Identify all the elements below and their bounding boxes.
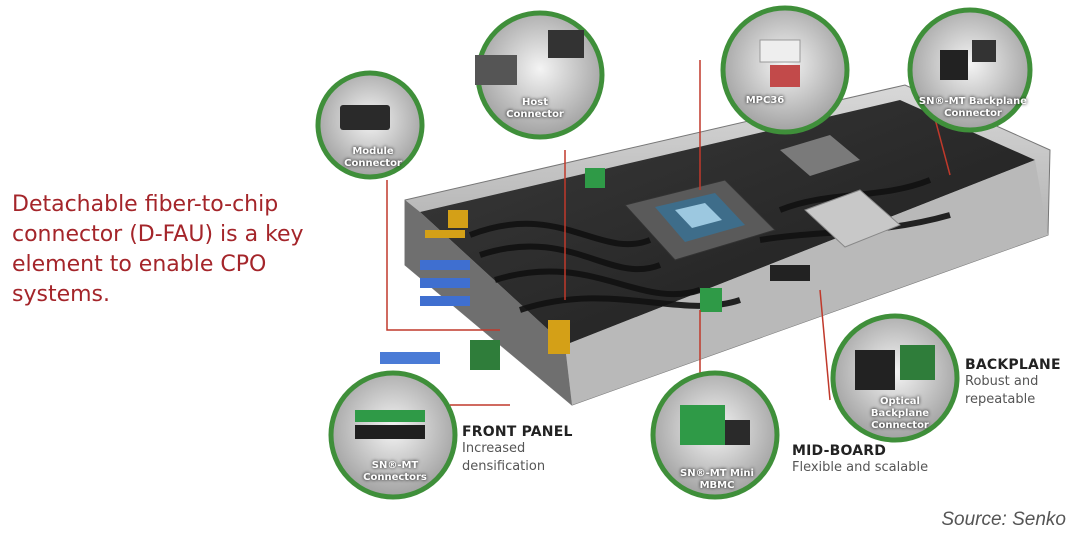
backplane-desc-2: repeatable	[965, 392, 1036, 407]
callout-circle-sn-mt-backplane	[907, 7, 1033, 133]
backplane-desc-1: Robust and	[965, 374, 1039, 389]
callout-circle-host	[475, 10, 605, 140]
label-host-connector: Host Connector	[506, 97, 564, 120]
headline: Detachable fiber-to-chip connector (D-FA…	[12, 192, 304, 307]
callout-circle-mpc36	[720, 5, 850, 135]
source-credit: Source: Senko	[941, 509, 1066, 530]
backplane-title: BACKPLANE	[965, 357, 1061, 373]
mid-board-desc: Flexible and scalable	[792, 460, 929, 475]
label-sn-mt-connectors: SN®-MT Connectors	[363, 460, 427, 483]
front-panel-desc-2: densification	[462, 459, 546, 474]
callout-circle-optical-backplane	[830, 313, 960, 443]
callout-circle-sn-mt-connectors	[328, 370, 458, 500]
front-panel-desc-1: Increased	[462, 441, 526, 456]
leader-lines	[386, 60, 951, 406]
label-mpc36: MPC36	[745, 95, 785, 106]
mid-board-connectors	[585, 168, 810, 312]
section-mid-board: MID-BOARD Flexible and scalable	[792, 443, 928, 477]
label-module-connector: Module Connector	[344, 146, 402, 169]
asic-package	[624, 179, 776, 261]
front-panel-title: FRONT PANEL	[462, 424, 573, 440]
label-sn-mt-mini-mbmc: SN®-MT Mini MBMC	[680, 468, 754, 491]
section-backplane: BACKPLANE Robust and repeatable	[965, 357, 1061, 409]
heatsink	[780, 135, 901, 248]
callout-circle-mini-mbmc	[650, 370, 780, 500]
label-sn-mt-backplane: SN®-MT Backplane Connector	[918, 96, 1028, 119]
front-panel-connectors	[380, 210, 570, 370]
section-front-panel: FRONT PANEL Increased densification	[462, 424, 573, 476]
mid-board-title: MID-BOARD	[792, 443, 887, 459]
label-optical-backplane: Optical Backplane Connector	[870, 396, 930, 431]
callout-circle-module	[315, 70, 425, 180]
